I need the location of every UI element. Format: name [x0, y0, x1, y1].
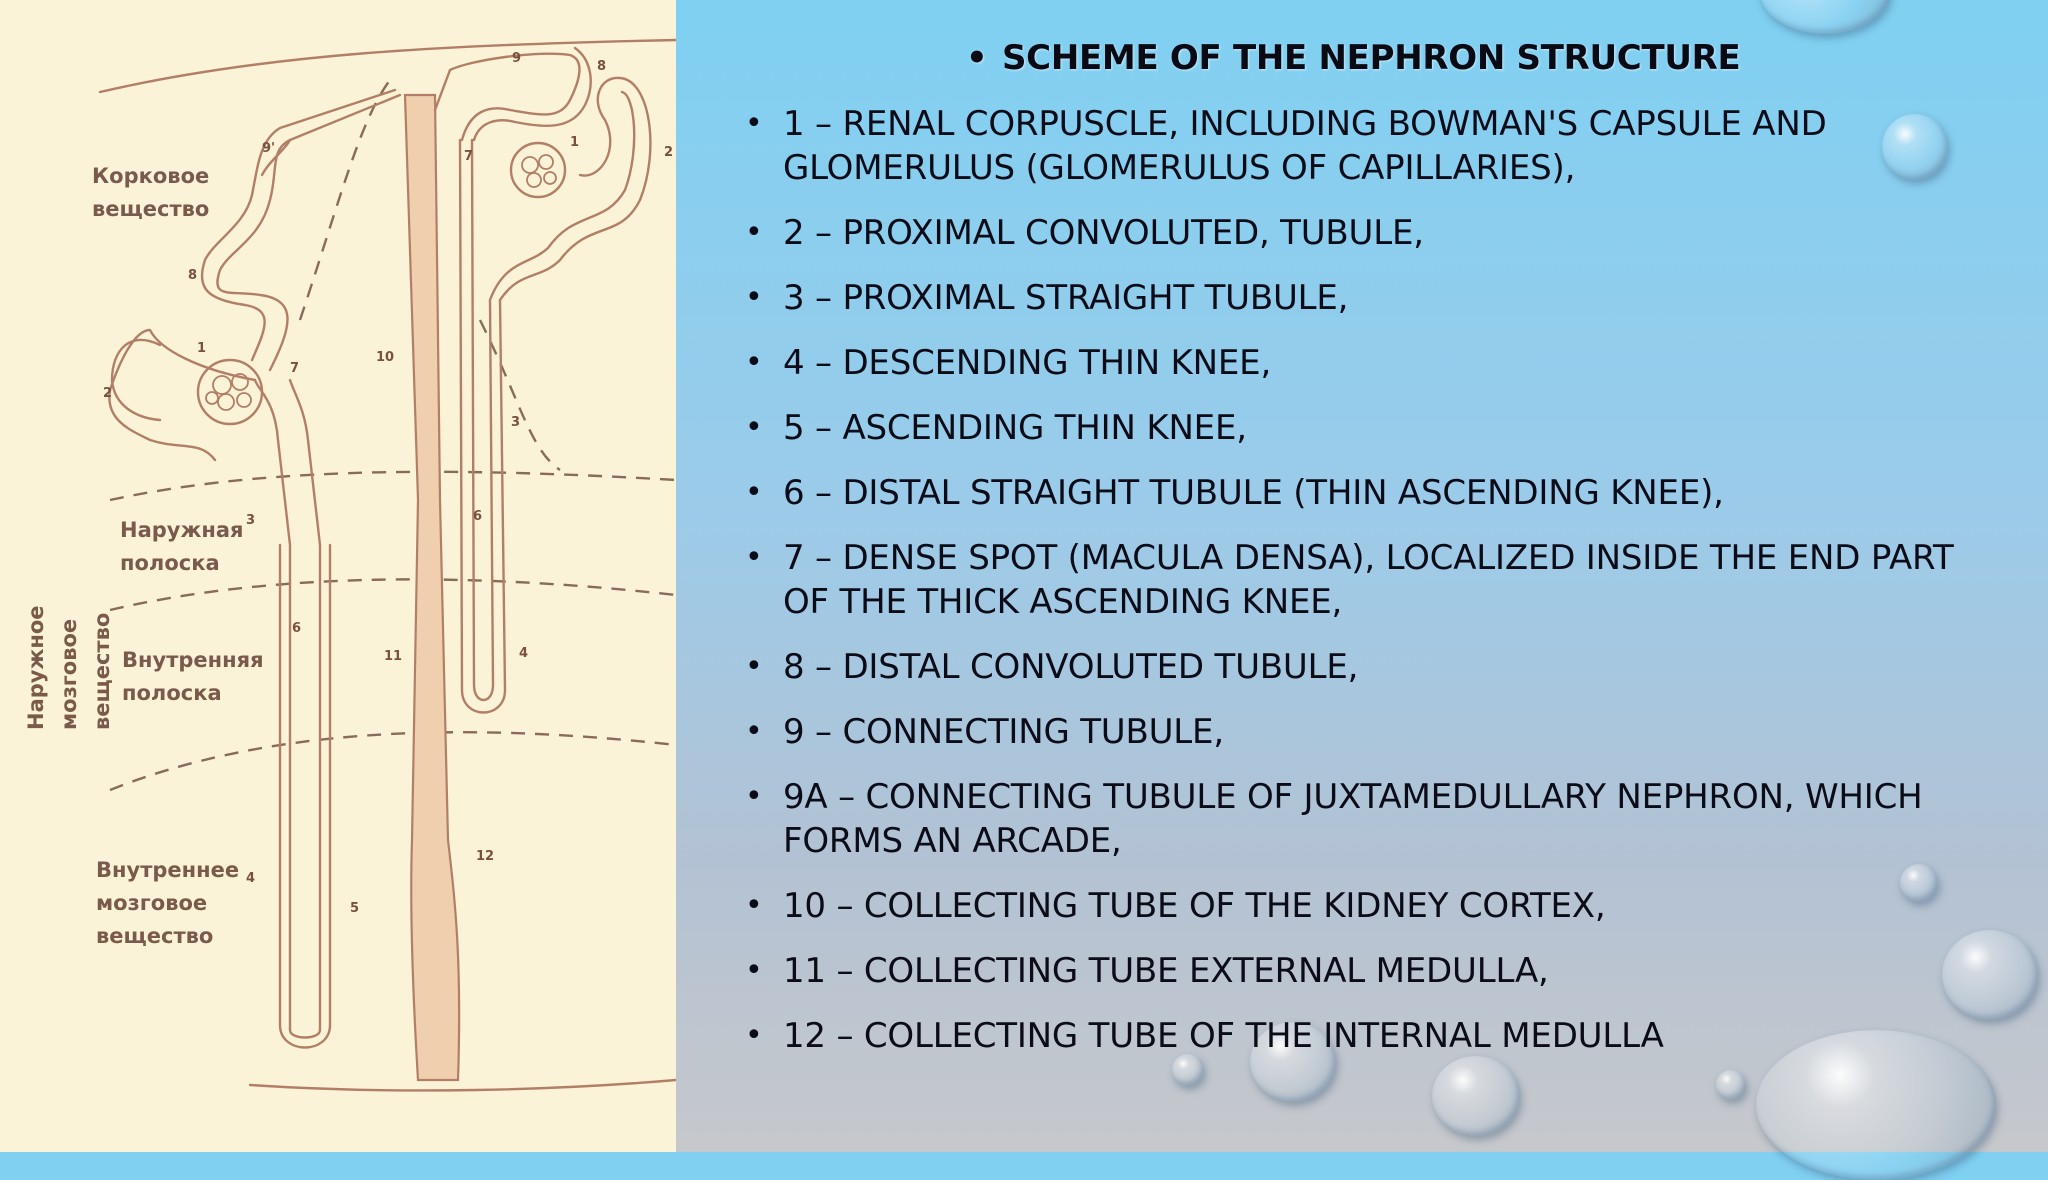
label-inner-stripe: Внутренняя полоска: [122, 648, 264, 705]
zone-line-inner: [109, 731, 676, 792]
label-outer-medulla-3: вещество: [90, 612, 114, 730]
num-4-left: 4: [246, 871, 255, 886]
proximal-convoluted-left-inner: [110, 338, 162, 422]
num-2-left: 2: [103, 386, 112, 401]
num-5-left: 5: [350, 901, 359, 916]
num-7-left: 7: [290, 361, 299, 376]
long-loop-hairpin: [278, 543, 332, 1049]
list-item: 11 – COLLECTING TUBE EXTERNAL MEDULLA,: [745, 949, 1993, 993]
short-loop-inner: [470, 138, 495, 702]
list-item: 5 – ASCENDING THIN KNEE,: [745, 406, 1993, 450]
num-3-right: 3: [511, 415, 520, 430]
list-item: 6 – DISTAL STRAIGHT TUBULE (THIN ASCENDI…: [745, 471, 1993, 515]
list-item: 10 – COLLECTING TUBE OF THE KIDNEY CORTE…: [745, 884, 1993, 928]
num-3-left: 3: [246, 513, 255, 528]
list-item: 9A – CONNECTING TUBULE OF JUXTAMEDULLARY…: [745, 775, 1993, 863]
nephron-drawing: 1 2 3 4 5 6 7 8 9' 10 11 12 1 2 3 4 6 7 …: [98, 38, 676, 1092]
water-drop: [1172, 1054, 1204, 1086]
num-1-right: 1: [570, 135, 579, 150]
label-outer-stripe: Наружная полоска: [120, 518, 244, 575]
short-loop: [458, 138, 507, 714]
list-item: 3 – PROXIMAL STRAIGHT TUBULE,: [745, 276, 1993, 320]
num-8-right: 8: [597, 59, 606, 74]
glomerulus-right: [509, 141, 567, 199]
num-1-left: 1: [197, 341, 206, 356]
nephron-diagram: 1 2 3 4 5 6 7 8 9' 10 11 12 1 2 3 4 6 7 …: [0, 0, 676, 1152]
distal-convoluted-left: [216, 93, 402, 372]
num-11: 11: [384, 649, 402, 664]
list-item: 12 – COLLECTING TUBE OF THE INTERNAL MED…: [745, 1014, 1993, 1058]
num-10: 10: [376, 350, 394, 365]
num-8-left: 8: [188, 268, 197, 283]
proximal-convoluted-right: [498, 76, 652, 302]
num-9a: 9': [262, 141, 275, 156]
cortex-arch-left: [298, 79, 391, 321]
proximal-convoluted-right-inner: [488, 90, 636, 302]
num-2-right: 2: [664, 145, 673, 160]
arcade-connector: [260, 138, 292, 177]
kidney-outline-top: [98, 38, 676, 94]
num-6-right: 6: [473, 509, 482, 524]
kidney-outline-bottom: [248, 1078, 676, 1092]
label-outer-medulla-1: Наружное: [24, 605, 48, 730]
label-inner-medulla: Внутреннее мозговое вещество: [96, 858, 240, 948]
water-drop: [1716, 1070, 1746, 1100]
connecting-tubule-right: [433, 52, 581, 142]
num-7-right: 7: [464, 149, 473, 164]
list-item: 9 – CONNECTING TUBULE,: [745, 710, 1993, 754]
long-loop-outer-left: [253, 378, 292, 1032]
label-cortex: Корковое вещество: [92, 164, 210, 221]
slide: 1 2 3 4 5 6 7 8 9' 10 11 12 1 2 3 4 6 7 …: [0, 0, 2048, 1152]
num-4-right: 4: [519, 646, 528, 661]
long-loop-bottom: [288, 1028, 322, 1039]
num-9-right: 9: [512, 51, 521, 66]
water-drop: [1432, 1056, 1520, 1136]
label-outer-medulla-2: мозговое: [57, 618, 81, 730]
distal-convoluted-left-inner: [200, 88, 397, 362]
list-item: 1 – RENAL CORPUSCLE, INCLUDING BOWMAN'S …: [745, 102, 1993, 190]
zone-line-cortex: [109, 470, 676, 502]
num-12: 12: [476, 849, 494, 864]
cortex-arch-right: [478, 319, 561, 471]
legend-list: 1 – RENAL CORPUSCLE, INCLUDING BOWMAN'S …: [745, 102, 1993, 1079]
glomerulus-left: [196, 358, 264, 426]
long-loop-outer-right: [288, 378, 322, 1032]
list-item: 8 – DISTAL CONVOLUTED TUBULE,: [745, 645, 1993, 689]
list-item: 7 – DENSE SPOT (MACULA DENSA), LOCALIZED…: [745, 536, 1993, 624]
list-item: 2 – PROXIMAL CONVOLUTED, TUBULE,: [745, 211, 1993, 255]
collecting-duct: [403, 93, 461, 1082]
slide-title: SCHEME OF THE NEPHRON STRUCTURE: [966, 38, 1741, 78]
zone-line-outer: [109, 578, 676, 612]
proximal-convoluted-left: [108, 328, 257, 462]
list-item: 4 – DESCENDING THIN KNEE,: [745, 341, 1993, 385]
connecting-tubule-right-inner: [472, 46, 592, 142]
num-6-left: 6: [292, 621, 301, 636]
water-drop: [1760, 0, 1890, 34]
